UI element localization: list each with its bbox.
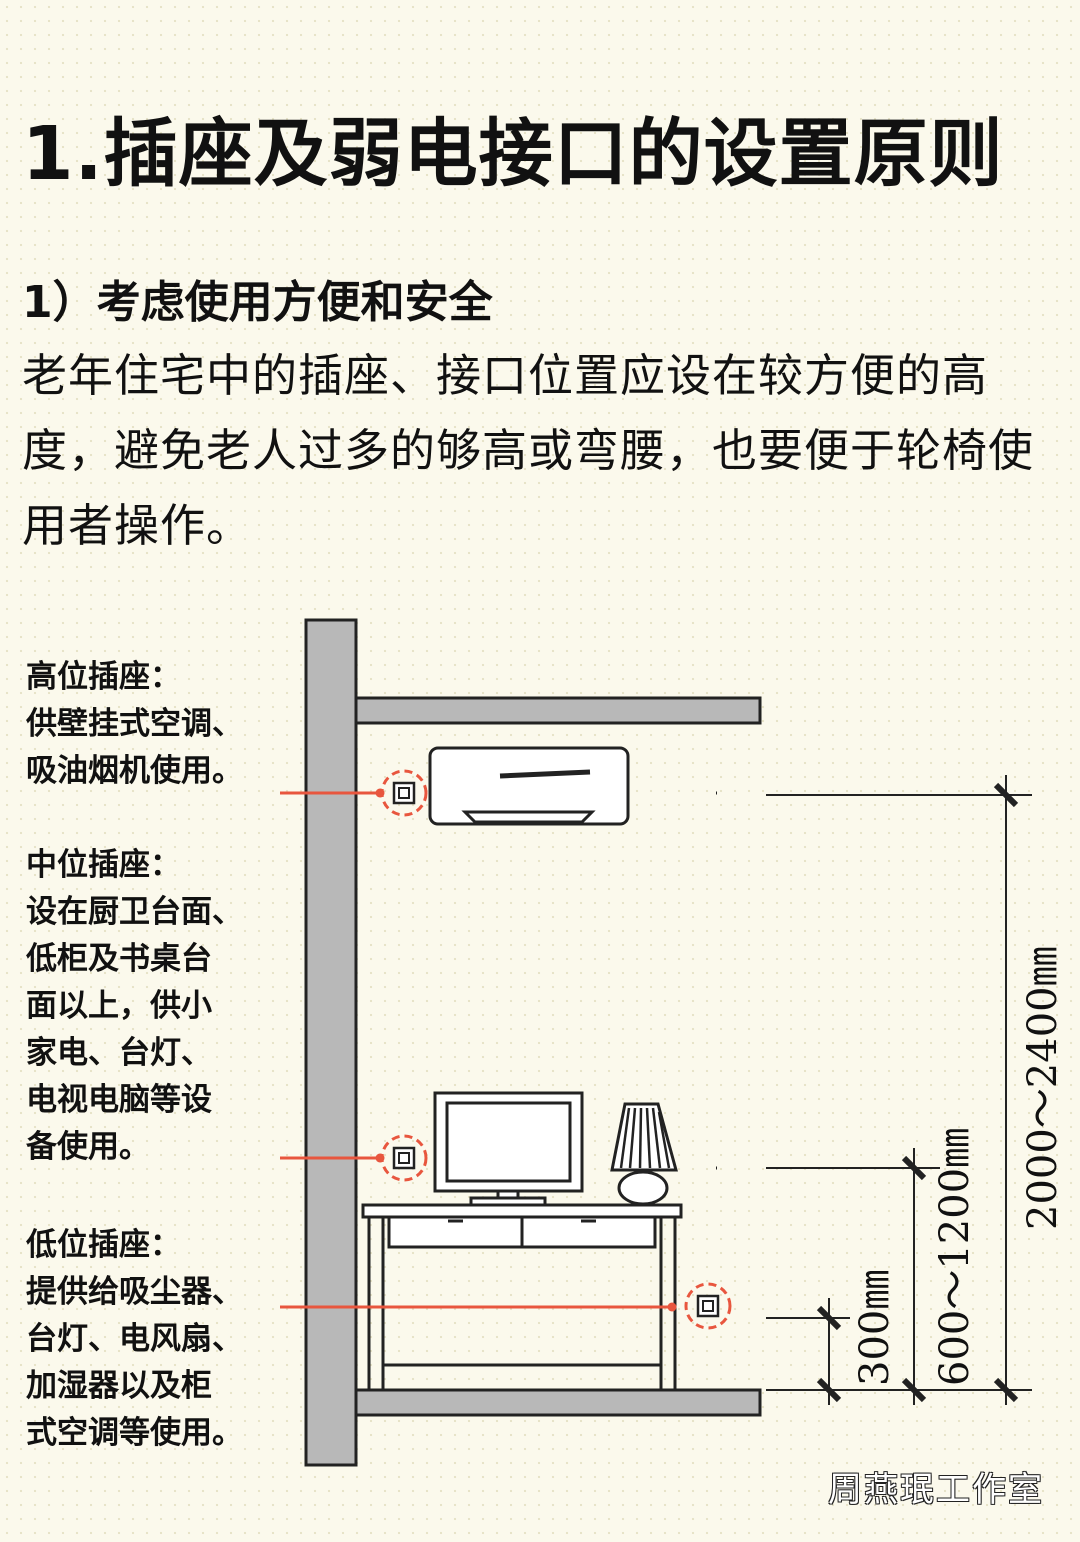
wall-structure <box>304 618 762 1467</box>
studio-watermark: 周燕珉工作室 <box>828 1470 1044 1510</box>
high-socket-icon <box>280 769 428 817</box>
high-socket-label: 高位插座： 供壁挂式空调、 吸油烟机使用。 <box>26 654 243 795</box>
mid-socket-icon <box>280 1134 428 1182</box>
dimension-lines <box>716 775 1032 1405</box>
dimension-high-label: 2000～2400㎜ <box>1020 946 1066 1230</box>
body-text: 老年住宅中的插座、接口位置应设在较方便的高度，避免老人过多的够高或弯腰，也要便于… <box>22 349 1035 552</box>
mid-label-line: 设在厨卫台面、 <box>26 894 243 930</box>
low-label-line: 低位插座： <box>26 1227 181 1263</box>
sockets <box>280 769 732 1330</box>
socket-height-diagram: 2000～2400㎜ 600～1200㎜ 300㎜ <box>280 618 1066 1467</box>
low-label-line: 提供给吸尘器、 <box>26 1274 243 1310</box>
ceiling-slab <box>354 696 762 725</box>
vertical-wall <box>304 618 358 1467</box>
page-title: 1.插座及弱电接口的设置原则 <box>22 111 1004 197</box>
low-label-line: 台灯、电风扇、 <box>26 1321 243 1357</box>
table-lamp-icon <box>610 1102 678 1206</box>
low-socket-label: 低位插座： 提供给吸尘器、 台灯、电风扇、 加湿器以及柜 式空调等使用。 <box>26 1222 243 1457</box>
monitor-icon <box>433 1091 584 1207</box>
mid-label-line: 低柜及书桌台 <box>26 941 212 977</box>
dimension-labels: 2000～2400㎜ 600～1200㎜ 300㎜ <box>852 946 1066 1386</box>
low-label-line: 加湿器以及柜 <box>26 1368 212 1404</box>
air-conditioner-icon <box>428 746 630 826</box>
mid-label-line: 中位插座： <box>26 847 181 883</box>
mid-label-line: 家电、台灯、 <box>26 1035 212 1071</box>
dimension-mid-label: 600～1200㎜ <box>932 1128 978 1386</box>
low-label-line: 式空调等使用。 <box>26 1415 243 1451</box>
high-label-line: 高位插座： <box>26 659 181 695</box>
floor-slab <box>354 1388 762 1417</box>
high-label-line: 供壁挂式空调、 <box>26 706 243 742</box>
mid-label-line: 面以上，供小 <box>26 988 212 1024</box>
high-label-line: 吸油烟机使用。 <box>26 753 243 789</box>
dimension-low-label: 300㎜ <box>852 1270 898 1386</box>
section-subtitle: 1）考虑使用方便和安全 <box>22 277 493 328</box>
low-socket-icon <box>280 1282 732 1330</box>
desk-icon <box>361 1203 683 1390</box>
mid-socket-label: 中位插座： 设在厨卫台面、 低柜及书桌台 面以上，供小 家电、台灯、 电视电脑等… <box>26 842 243 1171</box>
mid-label-line: 备使用。 <box>26 1129 150 1165</box>
mid-label-line: 电视电脑等设 <box>26 1082 212 1118</box>
